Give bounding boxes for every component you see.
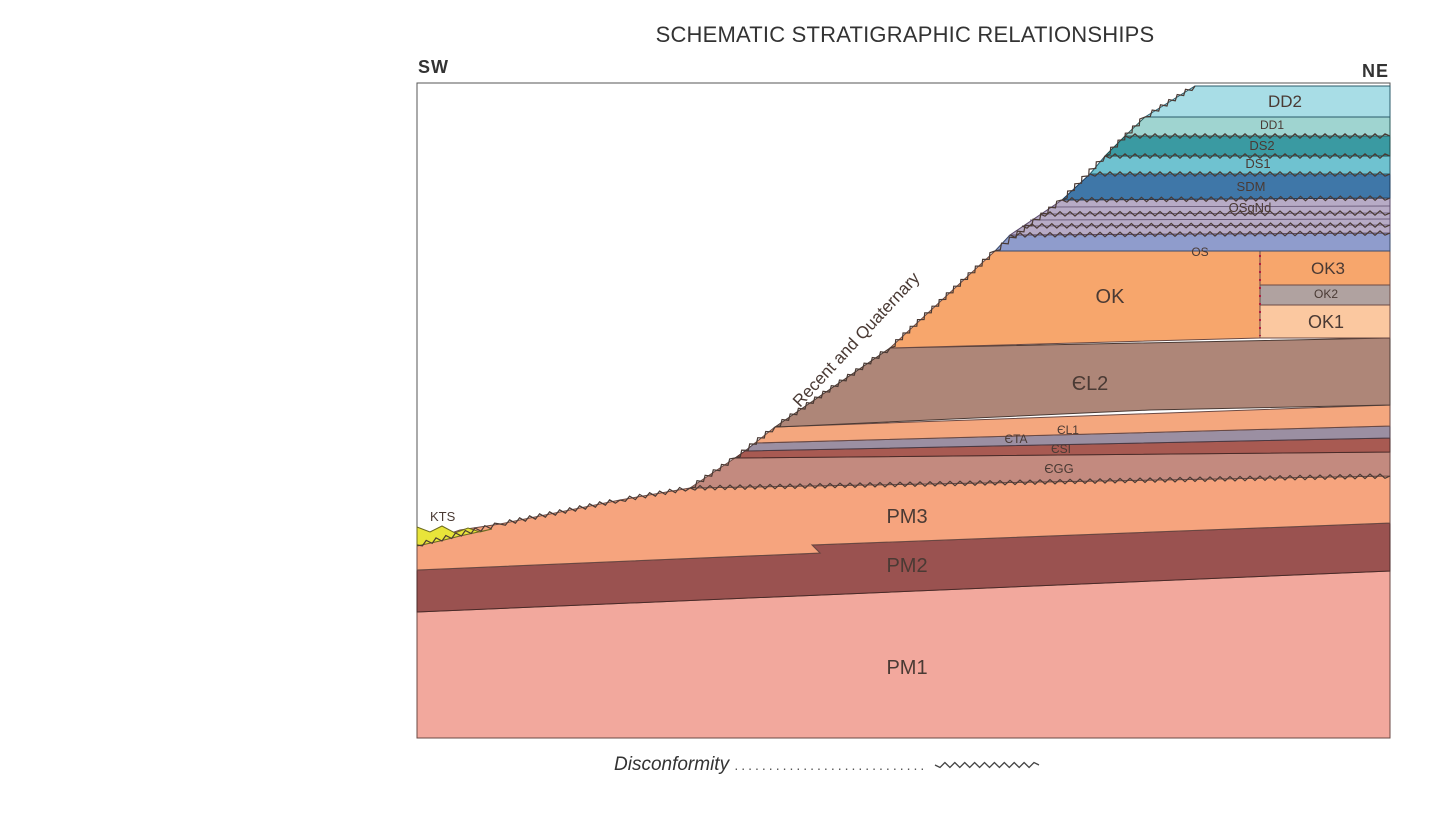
disconformity-wave [619, 486, 691, 502]
disconformity-wave [1021, 221, 1391, 230]
disconformity-wave [1061, 155, 1106, 201]
unit-ok3 [1259, 250, 1391, 286]
direction-ne-label: NE [1362, 61, 1390, 81]
unit-dd2 [1143, 85, 1391, 118]
label-osgnd: OSgNd [1229, 200, 1272, 215]
stripe-3 [1029, 218, 1391, 221]
label-sdm: SDM [1237, 179, 1266, 194]
label-ds2: DS2 [1249, 138, 1274, 153]
label-cgg: ЄGG [1044, 461, 1074, 476]
disconformity-wave [689, 473, 1391, 491]
label-os: OS [1191, 245, 1208, 259]
direction-sw-label: SW [418, 57, 449, 77]
label-cta: ЄTA [1004, 432, 1027, 446]
label-kts: KTS [430, 509, 456, 524]
disconformity-wave [499, 499, 621, 526]
legend-label: Disconformity [614, 754, 730, 775]
label-ok: OK [1096, 286, 1126, 308]
label-cl1: ЄL1 [1057, 423, 1079, 437]
disconformity-wave [1089, 171, 1391, 177]
label-ok2: OK2 [1314, 287, 1338, 301]
disconformity-lines [416, 85, 1391, 547]
label-csi: ЄSI [1051, 442, 1071, 456]
label-dd2: DD2 [1268, 92, 1302, 111]
label-pm3: PM3 [886, 506, 927, 528]
unit-osgnd [1008, 197, 1391, 236]
label-ds1: DS1 [1245, 156, 1270, 171]
disconformity-wave [1104, 153, 1391, 159]
label-ok1: OK1 [1308, 312, 1344, 332]
stripe-1 [1049, 205, 1391, 208]
legend-dots: ............................ [734, 757, 928, 773]
label-ok3: OK3 [1311, 259, 1345, 278]
disconformity-wave [889, 250, 996, 349]
unit-ok1 [1259, 304, 1391, 339]
unit-ds2 [1103, 135, 1391, 157]
disconformity-wave [734, 426, 776, 459]
disconformity-wave [994, 199, 1063, 252]
label-pm2: PM2 [886, 555, 927, 577]
unit-dd1 [1123, 116, 1391, 137]
legend-disconformity: Disconformity ..........................… [614, 754, 1043, 776]
diagram-title: SCHEMATIC STRATIGRAPHIC RELATIONSHIPS [655, 22, 1155, 47]
disconformity-wave [1144, 85, 1196, 118]
label-cl2: ЄL2 [1072, 373, 1109, 395]
legend-wavy-symbol [934, 761, 1039, 769]
disconformity-wave [1009, 230, 1391, 238]
label-dd1: DD1 [1260, 118, 1284, 132]
disconformity-wave [689, 457, 736, 489]
label-pm1: PM1 [886, 657, 927, 679]
disconformity-wave [774, 347, 891, 428]
disconformity-wave [1124, 133, 1391, 139]
disconformity-wave [1061, 195, 1391, 203]
disconformity-wave [1039, 210, 1391, 218]
disconformity-wave [416, 522, 501, 547]
